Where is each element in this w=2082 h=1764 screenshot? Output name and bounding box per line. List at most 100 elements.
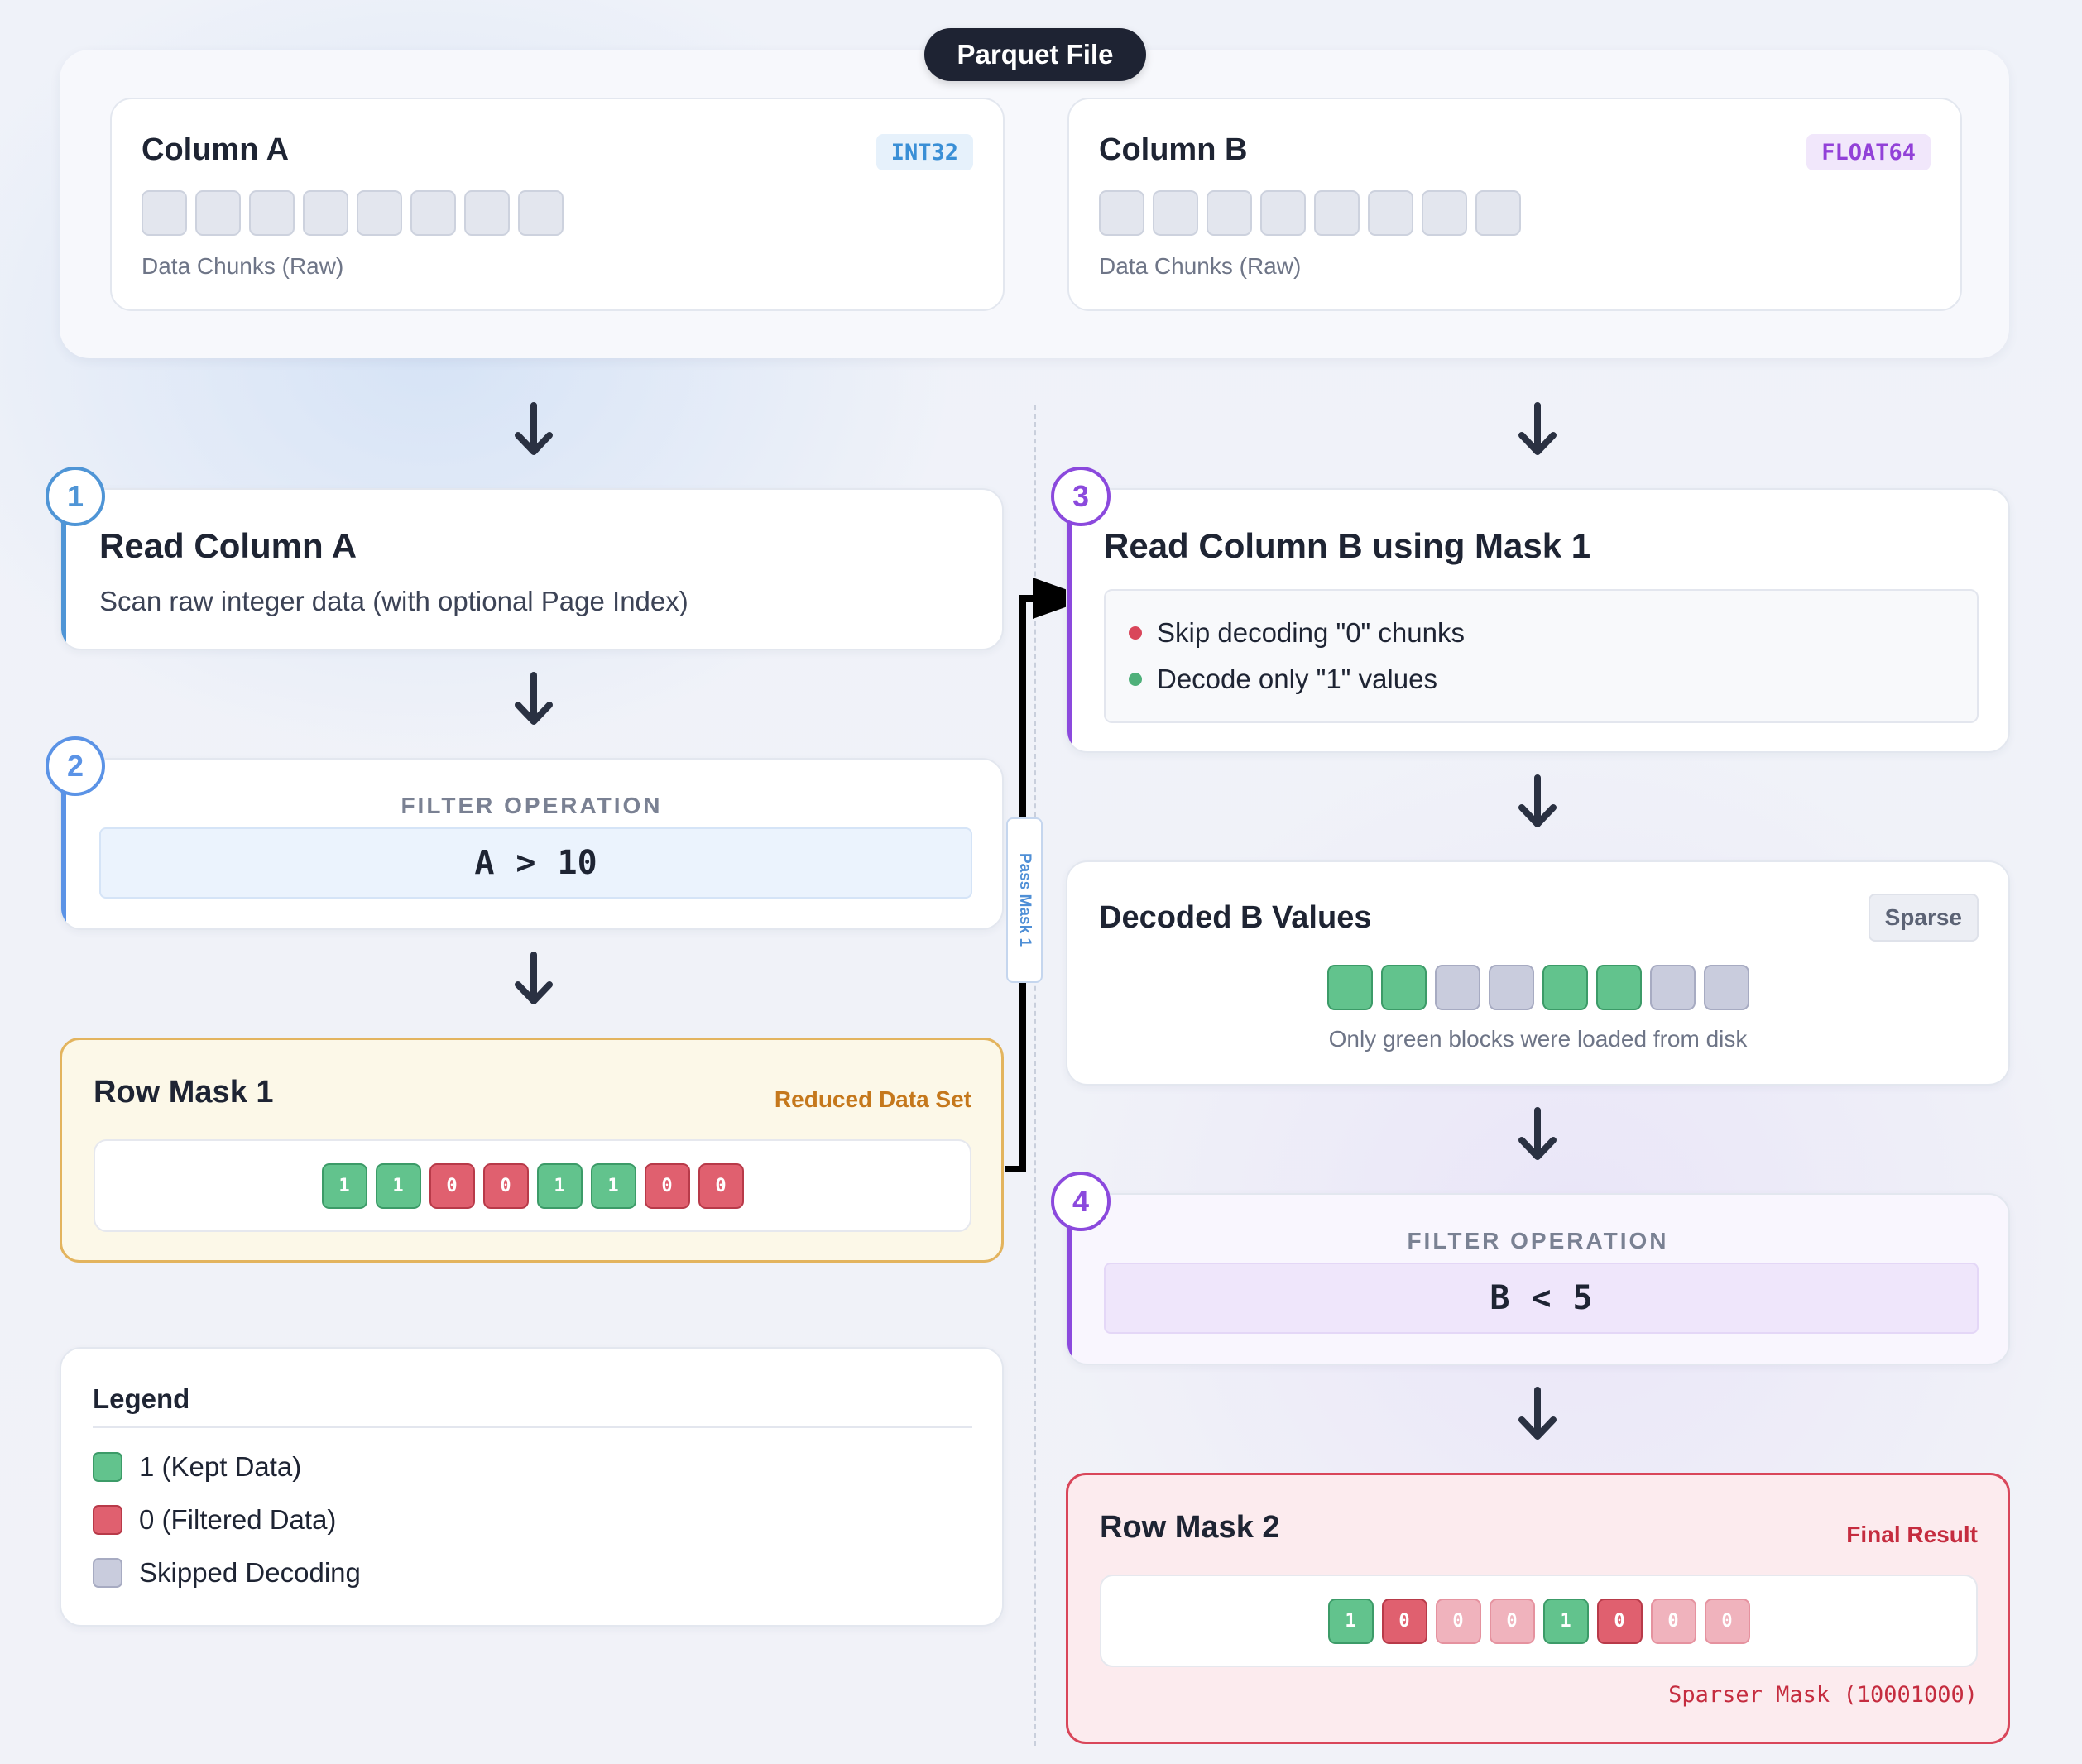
down-arrow-icon — [1517, 1107, 1558, 1162]
raw-chunk — [195, 190, 241, 236]
filter-value: 5 — [1572, 1279, 1593, 1317]
row-mask-2-bits-panel: 1 0 0 0 1 0 0 0 — [1100, 1575, 1978, 1667]
raw-chunk — [303, 190, 348, 236]
step-4-badge: 4 — [1051, 1172, 1111, 1231]
filter-operator: < — [1531, 1279, 1552, 1317]
gray-swatch-icon — [93, 1558, 122, 1588]
red-swatch-icon — [93, 1505, 122, 1535]
column-a-type-badge: INT32 — [875, 134, 973, 170]
decoded-b-title: Decoded B Values — [1099, 900, 1372, 935]
mask-bit: 0 — [1489, 1598, 1535, 1644]
row-mask-1-bits-panel: 1 1 0 0 1 1 0 0 — [94, 1139, 971, 1232]
step-4-accent — [1067, 1195, 1072, 1364]
decoded-block — [1488, 965, 1534, 1010]
filter-operand: B — [1490, 1279, 1510, 1317]
step-2-card: FILTER OPERATION A > 10 — [60, 758, 1004, 930]
mask-bit: 0 — [698, 1162, 744, 1209]
column-a-title: Column A — [142, 132, 290, 167]
raw-chunk — [142, 190, 187, 236]
decoded-b-caption: Only green blocks were loaded from disk — [1328, 1026, 1748, 1052]
decoded-b-blocks — [1067, 965, 2008, 1010]
step-1-accent — [61, 490, 66, 649]
mask-bit: 0 — [1596, 1598, 1643, 1644]
center-divider — [1034, 405, 1036, 1746]
legend-title: Legend — [93, 1383, 190, 1414]
step-3-instructions-panel: Skip decoding "0" chunks Decode only "1"… — [1104, 589, 1979, 723]
mask-bit: 1 — [590, 1162, 636, 1209]
decoded-block — [1542, 965, 1588, 1010]
raw-chunk — [1207, 190, 1252, 236]
row-mask-1-title: Row Mask 1 — [94, 1075, 274, 1110]
row-mask-1-card: Row Mask 1 Reduced Data Set 1 1 0 0 1 1 … — [60, 1038, 1004, 1263]
mask-bit: 1 — [536, 1162, 583, 1209]
column-b-caption: Data Chunks (Raw) — [1099, 253, 1302, 279]
column-b-type-badge: FLOAT64 — [1806, 134, 1931, 170]
raw-chunk — [357, 190, 402, 236]
down-arrow-icon — [513, 672, 554, 726]
step-3-accent — [1067, 490, 1072, 751]
down-arrow-icon — [1517, 402, 1558, 457]
raw-chunk — [1099, 190, 1144, 236]
step-1-card: Read Column A Scan raw integer data (wit… — [60, 488, 1004, 650]
filter-operator: > — [516, 844, 536, 882]
pass-mask-label: Pass Mask 1 — [1016, 853, 1034, 947]
raw-chunk — [1314, 190, 1360, 236]
bullet-skip: Skip decoding "0" chunks — [1129, 617, 1465, 649]
filter-value: 10 — [557, 844, 597, 882]
raw-chunk — [1260, 190, 1306, 236]
mask-bit: 0 — [1650, 1598, 1696, 1644]
raw-chunk — [464, 190, 510, 236]
mask-bit: 1 — [1327, 1598, 1374, 1644]
row-mask-2-footer: Sparser Mask (10001000) — [1668, 1682, 1978, 1708]
legend-label: Skipped Decoding — [139, 1557, 361, 1588]
column-a-card: Column A INT32 Data Chunks (Raw) — [110, 98, 1005, 311]
decoded-block — [1434, 965, 1480, 1010]
step-2-badge: 2 — [46, 736, 105, 796]
step-4-filter-label: FILTER OPERATION — [1407, 1228, 1669, 1253]
row-mask-2-card: Row Mask 2 Final Result 1 0 0 0 1 0 0 0 … — [1066, 1473, 2010, 1744]
step-3-badge: 3 — [1051, 467, 1111, 526]
filter-operand: A — [474, 844, 495, 882]
legend-label: 0 (Filtered Data) — [139, 1504, 337, 1535]
legend-card: Legend 1 (Kept Data) 0 (Filtered Data) S… — [60, 1347, 1004, 1627]
step-3-card: Read Column B using Mask 1 Skip decoding… — [1066, 488, 2010, 753]
column-a-caption: Data Chunks (Raw) — [142, 253, 344, 279]
legend-item-filtered: 0 (Filtered Data) — [93, 1504, 336, 1536]
mask-bit: 0 — [1435, 1598, 1481, 1644]
bullet-text: Skip decoding "0" chunks — [1157, 617, 1465, 648]
down-arrow-icon — [513, 952, 554, 1006]
parquet-file-title: Parquet File — [924, 28, 1146, 81]
mask-bit: 0 — [429, 1162, 475, 1209]
pass-mask-label-box: Pass Mask 1 — [1006, 817, 1043, 983]
green-dot-icon — [1129, 673, 1142, 686]
raw-chunk — [518, 190, 564, 236]
row-mask-1-tag: Reduced Data Set — [774, 1086, 971, 1112]
mask-bit: 0 — [1704, 1598, 1750, 1644]
row-mask-1-bits: 1 1 0 0 1 1 0 0 — [321, 1162, 744, 1209]
sparse-badge: Sparse — [1868, 894, 1979, 942]
step-2-accent — [61, 760, 66, 928]
decoded-block — [1703, 965, 1749, 1010]
down-arrow-icon — [1517, 774, 1558, 829]
step-2-filter-label: FILTER OPERATION — [401, 793, 663, 818]
mask-bit: 1 — [375, 1162, 421, 1209]
raw-chunk — [1422, 190, 1467, 236]
raw-chunk — [1153, 190, 1198, 236]
decoded-block — [1380, 965, 1427, 1010]
row-mask-2-bits: 1 0 0 0 1 0 0 0 — [1327, 1598, 1750, 1644]
legend-item-kept: 1 (Kept Data) — [93, 1451, 301, 1483]
decoded-b-values-card: Decoded B Values Sparse Only green block… — [1066, 860, 2010, 1086]
decoded-block — [1326, 965, 1373, 1010]
raw-chunk — [1368, 190, 1413, 236]
mask-bit: 0 — [482, 1162, 529, 1209]
down-arrow-icon — [1517, 1387, 1558, 1441]
mask-bit: 1 — [321, 1162, 367, 1209]
column-b-title: Column B — [1099, 132, 1248, 167]
bullet-decode: Decode only "1" values — [1129, 664, 1437, 695]
bullet-text: Decode only "1" values — [1157, 664, 1437, 694]
down-arrow-icon — [513, 402, 554, 457]
step-1-description: Scan raw integer data (with optional Pag… — [99, 586, 688, 616]
column-b-chunks — [1099, 190, 1521, 236]
mask-bit: 0 — [1381, 1598, 1427, 1644]
step-4-filter-expression: B < 5 — [1104, 1263, 1979, 1334]
